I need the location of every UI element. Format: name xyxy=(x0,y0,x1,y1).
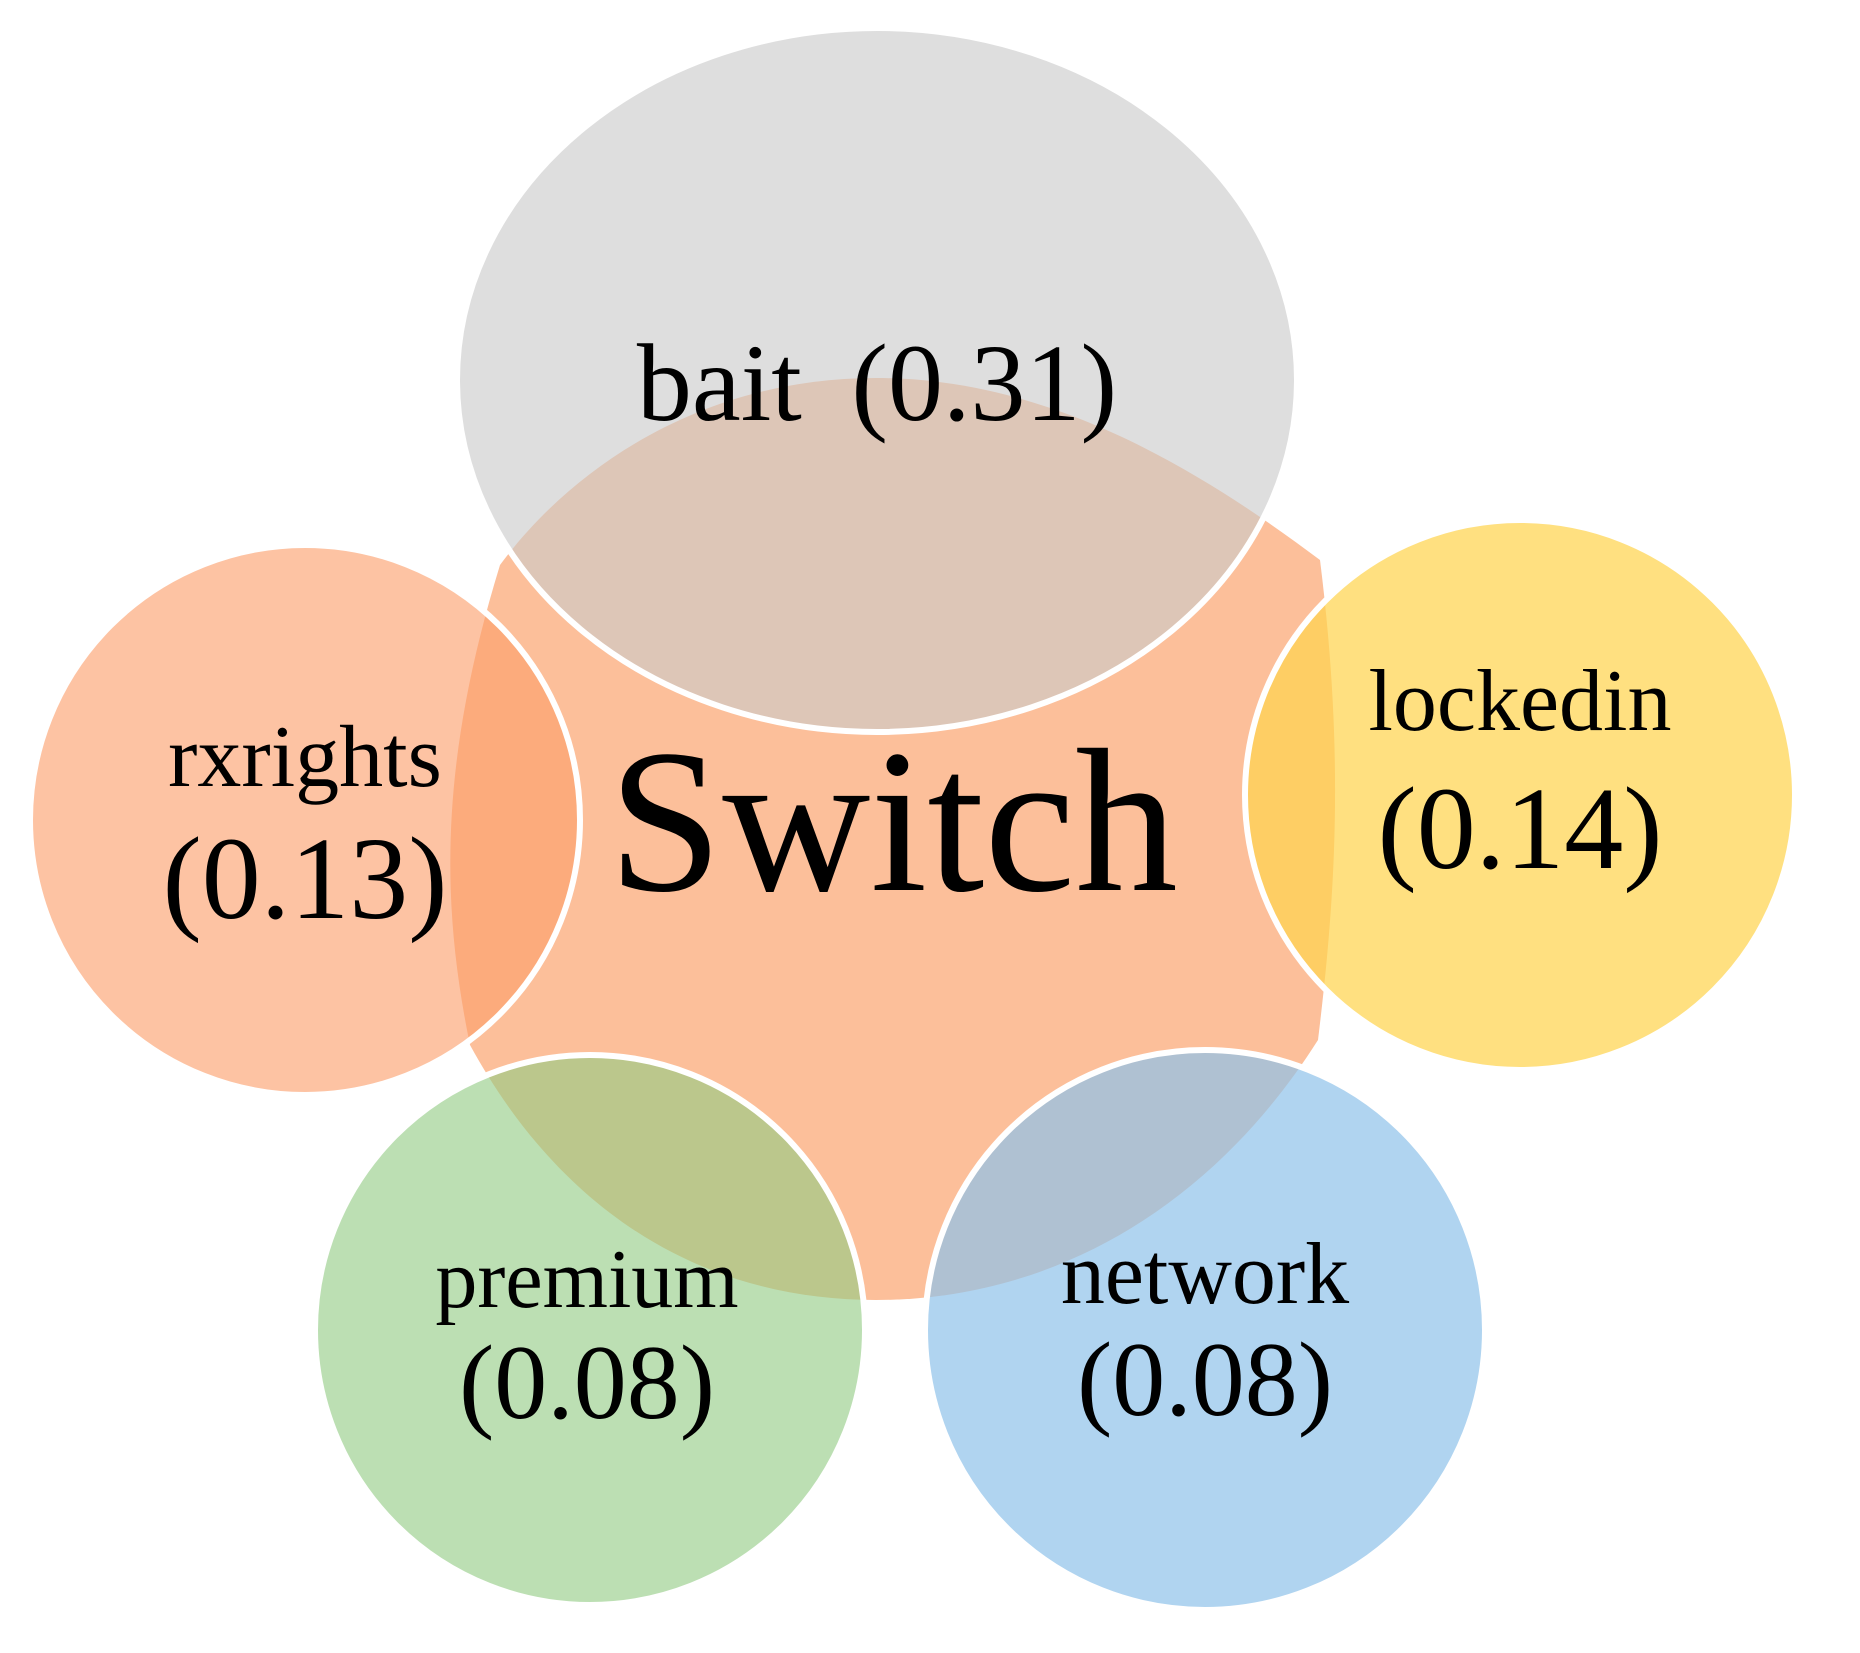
node-lockedin-label: lockedin xyxy=(1368,653,1671,750)
node-premium-value: (0.08) xyxy=(459,1324,715,1441)
node-lockedin-circle xyxy=(1242,517,1798,1073)
node-premium-circle xyxy=(312,1052,868,1608)
node-network-circle xyxy=(922,1047,1488,1613)
node-premium-label: premium xyxy=(435,1233,738,1326)
node-bait-circle xyxy=(454,25,1300,735)
node-bait-label: bait (0.31) xyxy=(637,322,1117,444)
node-lockedin-value: (0.14) xyxy=(1377,763,1662,894)
node-rxrights-value: (0.13) xyxy=(162,813,447,944)
node-rxrights-label: rxrights xyxy=(168,709,442,806)
node-network-label: network xyxy=(1061,1226,1349,1323)
node-network-value: (0.08) xyxy=(1077,1321,1333,1438)
center-label: Switch xyxy=(608,708,1177,935)
node-rxrights-circle xyxy=(27,542,583,1098)
